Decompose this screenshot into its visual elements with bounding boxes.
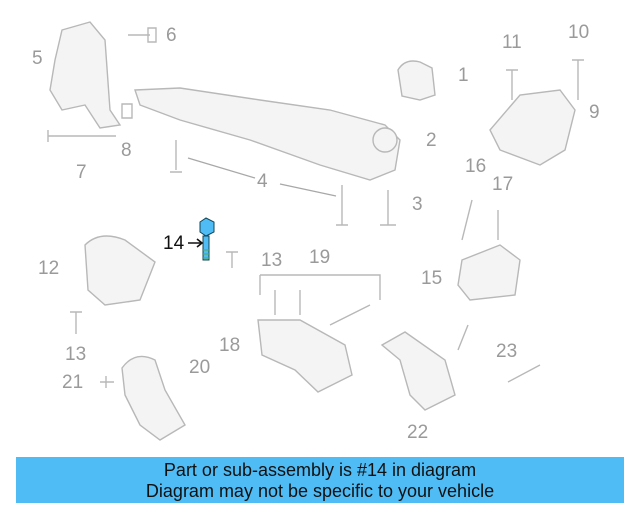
part-7-bolt bbox=[47, 130, 116, 142]
callout-6[interactable]: 6 bbox=[166, 25, 177, 46]
callout-11[interactable]: 11 bbox=[502, 32, 522, 53]
part-8-nut bbox=[121, 103, 133, 119]
callout-17[interactable]: 17 bbox=[492, 174, 514, 195]
part-9-mount bbox=[489, 89, 576, 166]
callout-21[interactable]: 21 bbox=[62, 372, 84, 393]
callout-23[interactable]: 23 bbox=[496, 341, 518, 362]
callout-15[interactable]: 15 bbox=[421, 268, 443, 289]
part-19-group bbox=[259, 274, 381, 300]
part-20-mount bbox=[121, 355, 186, 441]
callout-18[interactable]: 18 bbox=[219, 335, 241, 356]
part-1-mount bbox=[397, 60, 436, 101]
part-11-bolt bbox=[506, 69, 518, 100]
part-13-bolt bbox=[70, 251, 238, 334]
callout-4[interactable]: 4 bbox=[257, 171, 268, 192]
callout-8[interactable]: 8 bbox=[121, 140, 132, 161]
callout-13b[interactable]: 13 bbox=[65, 344, 87, 365]
part-22-bracket bbox=[380, 331, 456, 411]
info-banner: Part or sub-assembly is #14 in diagram D… bbox=[16, 457, 624, 503]
part-6-bolt bbox=[128, 27, 157, 43]
callout-5[interactable]: 5 bbox=[32, 48, 43, 69]
callout-12[interactable]: 12 bbox=[38, 258, 60, 279]
callout-10[interactable]: 10 bbox=[568, 22, 590, 43]
part-3-bolt bbox=[380, 190, 396, 226]
banner-line-2: Diagram may not be specific to your vehi… bbox=[145, 481, 495, 501]
banner-line-1: Part or sub-assembly is #14 in diagram bbox=[163, 460, 477, 480]
callout-16[interactable]: 16 bbox=[465, 156, 487, 177]
callout-13a[interactable]: 13 bbox=[261, 250, 283, 271]
part-21-bolt bbox=[100, 376, 114, 388]
part-5-bracket bbox=[49, 21, 122, 129]
callout-2[interactable]: 2 bbox=[426, 130, 437, 151]
callout-20[interactable]: 20 bbox=[189, 357, 211, 378]
callout-22[interactable]: 22 bbox=[407, 422, 429, 443]
part-15-mount bbox=[457, 244, 521, 301]
part-crossmember bbox=[134, 87, 401, 181]
callout-9[interactable]: 9 bbox=[589, 102, 600, 123]
part-12-mount bbox=[84, 235, 156, 306]
part-14-bolt bbox=[188, 217, 215, 261]
part-16-bolt bbox=[461, 199, 473, 241]
callout-14[interactable]: 14 bbox=[163, 233, 185, 254]
callout-19[interactable]: 19 bbox=[309, 247, 331, 268]
part-4-bolt bbox=[170, 140, 348, 226]
part-10-bolt bbox=[572, 59, 584, 100]
callout-1[interactable]: 1 bbox=[458, 65, 469, 86]
callout-3[interactable]: 3 bbox=[412, 194, 423, 215]
part-23-bolt bbox=[457, 324, 541, 383]
part-18-bracket bbox=[257, 319, 353, 393]
callout-7[interactable]: 7 bbox=[76, 162, 87, 183]
